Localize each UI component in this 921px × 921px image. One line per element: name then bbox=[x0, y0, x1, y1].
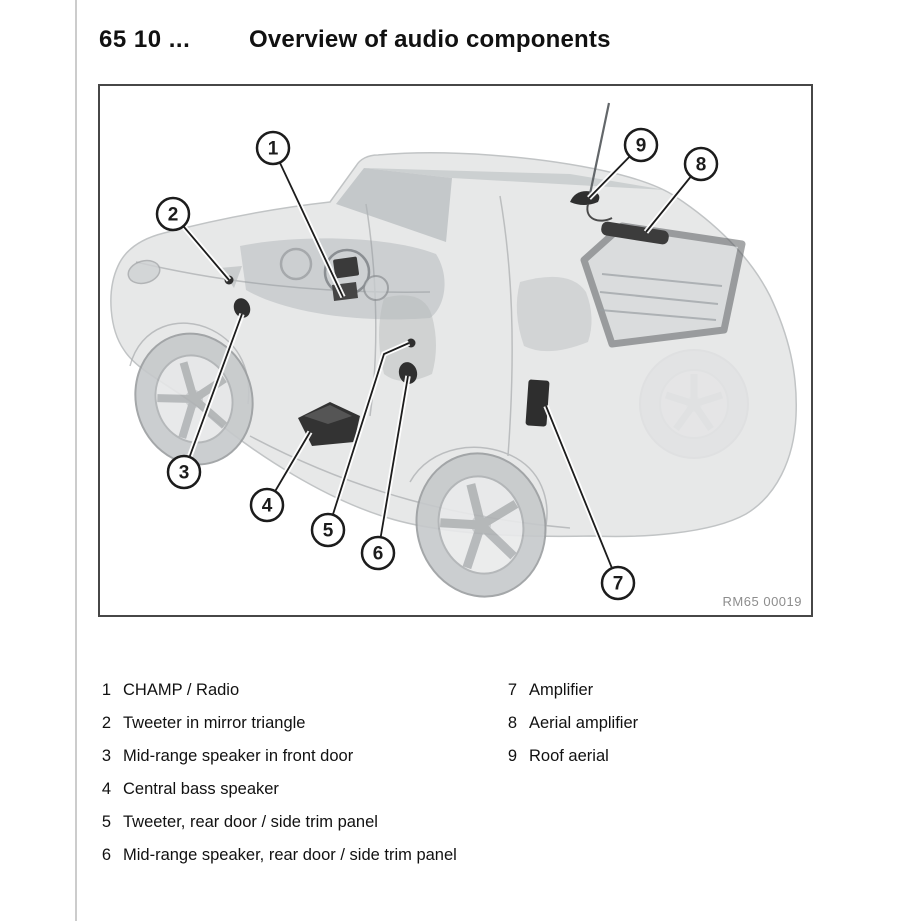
page-left-rule bbox=[75, 0, 77, 921]
legend-item-7: 7 Amplifier bbox=[505, 674, 638, 707]
svg-text:3: 3 bbox=[179, 463, 190, 484]
component-radio bbox=[333, 256, 360, 279]
callout-9-marker: 9 bbox=[623, 127, 659, 163]
legend-item-4: 4 Central bass speaker bbox=[99, 773, 457, 806]
callout-8-marker: 8 bbox=[683, 146, 719, 182]
rear-left-wheel bbox=[415, 452, 547, 598]
legend-left-column: 1 CHAMP / Radio 2 Tweeter in mirror tria… bbox=[99, 674, 457, 872]
legend-label: Tweeter, rear door / side trim panel bbox=[123, 813, 378, 831]
figure-box: 1 2 3 4 5 6 7 8 9 RM65 00019 bbox=[98, 84, 813, 617]
legend-num: 1 bbox=[101, 681, 112, 699]
svg-text:8: 8 bbox=[696, 155, 707, 176]
windshield bbox=[336, 168, 452, 242]
svg-text:5: 5 bbox=[323, 521, 334, 542]
legend-item-8: 8 Aerial amplifier bbox=[505, 707, 638, 740]
legend-label: Tweeter in mirror triangle bbox=[123, 714, 306, 732]
svg-text:7: 7 bbox=[613, 574, 624, 595]
legend-label: Mid-range speaker, rear door / side trim… bbox=[123, 846, 457, 864]
callout-markers: 1 2 3 4 5 6 7 8 9 bbox=[155, 127, 719, 601]
roof-panel bbox=[364, 168, 666, 190]
leader-line-6 bbox=[377, 375, 409, 554]
figure-ref-label: RM65 00019 bbox=[722, 594, 802, 609]
page-title: Overview of audio components bbox=[249, 26, 611, 53]
legend-label: Mid-range speaker in front door bbox=[123, 747, 354, 765]
component-central-bass-top bbox=[304, 405, 352, 424]
legend-num: 7 bbox=[507, 681, 518, 699]
legend-num: 3 bbox=[101, 747, 112, 765]
legend-item-6: 6 Mid-range speaker, rear door / side tr… bbox=[99, 839, 457, 872]
callout-7-marker: 7 bbox=[600, 565, 636, 601]
leader-line-1 bbox=[272, 147, 344, 298]
legend-num: 4 bbox=[101, 780, 112, 798]
svg-text:2: 2 bbox=[168, 205, 179, 226]
callout-4-marker: 4 bbox=[249, 487, 285, 523]
legend-label: Central bass speaker bbox=[123, 780, 279, 798]
legend-item-2: 2 Tweeter in mirror triangle bbox=[99, 707, 457, 740]
legend-item-5: 5 Tweeter, rear door / side trim panel bbox=[99, 806, 457, 839]
svg-text:9: 9 bbox=[636, 136, 647, 157]
svg-text:6: 6 bbox=[373, 544, 384, 565]
legend-right-column: 7 Amplifier 8 Aerial amplifier 9 Roof ae… bbox=[505, 674, 638, 773]
legend-label: Amplifier bbox=[529, 681, 594, 699]
legend-num: 6 bbox=[101, 846, 112, 864]
legend-item-3: 3 Mid-range speaker in front door bbox=[99, 740, 457, 773]
component-aerial-amplifier bbox=[601, 221, 669, 245]
page-header: 65 10 ... Overview of audio components bbox=[99, 26, 879, 54]
aerial-mast bbox=[588, 102, 611, 195]
legend-num: 2 bbox=[101, 714, 112, 732]
component-amplifier bbox=[525, 379, 550, 427]
component-midrange-rear bbox=[398, 362, 418, 384]
svg-text:1: 1 bbox=[268, 139, 279, 160]
callout-6-marker: 6 bbox=[360, 535, 396, 571]
callout-5-marker: 5 bbox=[310, 512, 346, 548]
aerial-cable bbox=[586, 203, 613, 222]
section-code: 65 10 ... bbox=[99, 26, 191, 53]
svg-text:4: 4 bbox=[262, 496, 273, 517]
legend-label: CHAMP / Radio bbox=[123, 681, 240, 699]
callout-1-marker: 1 bbox=[255, 130, 291, 166]
legend-label: Aerial amplifier bbox=[529, 714, 639, 732]
legend-num: 5 bbox=[101, 813, 112, 831]
component-midrange-front bbox=[233, 298, 251, 318]
legend-label: Roof aerial bbox=[529, 747, 609, 765]
legend-num: 9 bbox=[507, 747, 518, 765]
car-audio-diagram: 1 2 3 4 5 6 7 8 9 bbox=[110, 102, 798, 601]
callout-2-marker: 2 bbox=[155, 196, 191, 232]
seats bbox=[379, 276, 592, 381]
leader-line-7 bbox=[545, 405, 619, 584]
leader-line-3 bbox=[183, 313, 243, 473]
headlight bbox=[127, 259, 161, 285]
leader-line-5 bbox=[327, 342, 410, 531]
legend-item-9: 9 Roof aerial bbox=[505, 740, 638, 773]
legend-num: 8 bbox=[507, 714, 518, 732]
callout-3-marker: 3 bbox=[166, 454, 202, 490]
legend-item-1: 1 CHAMP / Radio bbox=[99, 674, 457, 707]
